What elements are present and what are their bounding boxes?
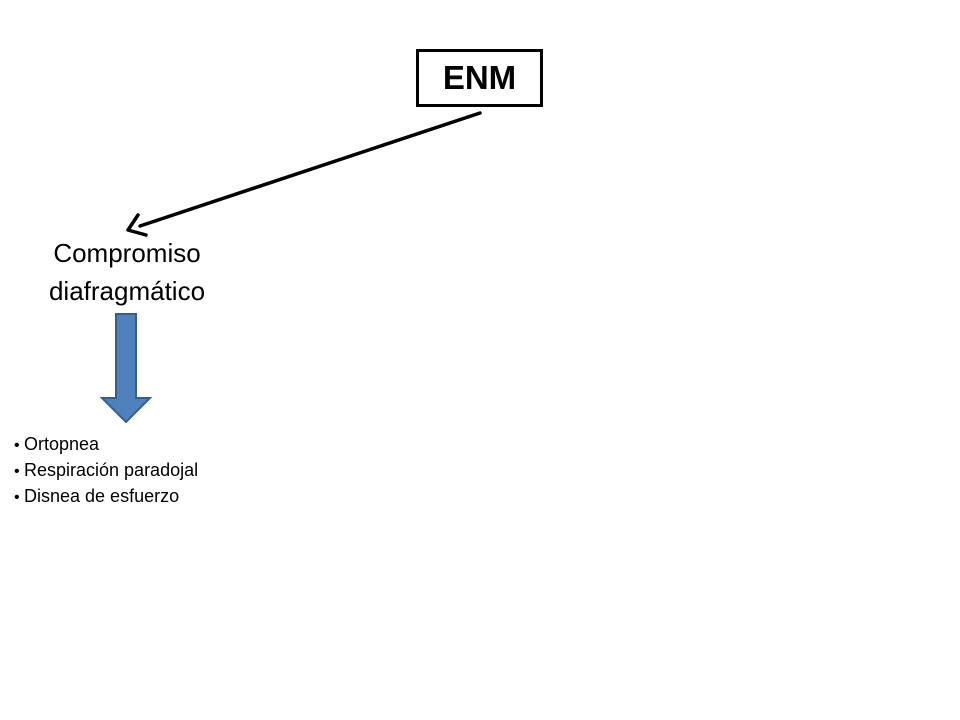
connector-arrowhead xyxy=(126,213,148,237)
bullet-icon: • xyxy=(14,437,20,454)
compromiso-diafragmatico-node: Compromiso diafragmático xyxy=(22,234,232,310)
compromiso-line-1: Compromiso xyxy=(53,238,201,268)
symptom-label: Disnea de esfuerzo xyxy=(24,486,180,506)
symptom-label: Respiración paradojal xyxy=(24,460,199,480)
symptom-item-ortopnea: • Ortopnea xyxy=(14,432,198,458)
down-block-arrow xyxy=(100,313,152,424)
symptom-item-respiracion-paradojal: • Respiración paradojal xyxy=(14,458,198,484)
bullet-icon: • xyxy=(14,463,20,480)
connector-line xyxy=(138,111,482,228)
down-arrow-shape xyxy=(100,313,152,424)
compromiso-line-2: diafragmático xyxy=(48,276,206,306)
symptom-item-disnea-de-esfuerzo: • Disnea de esfuerzo xyxy=(14,484,198,510)
bullet-icon: • xyxy=(14,489,20,506)
symptom-list: • Ortopnea • Respiración paradojal • Dis… xyxy=(14,432,198,510)
symptom-label: Ortopnea xyxy=(24,434,100,454)
enm-node-label: ENM xyxy=(442,59,517,96)
enm-node: ENM xyxy=(416,49,543,107)
